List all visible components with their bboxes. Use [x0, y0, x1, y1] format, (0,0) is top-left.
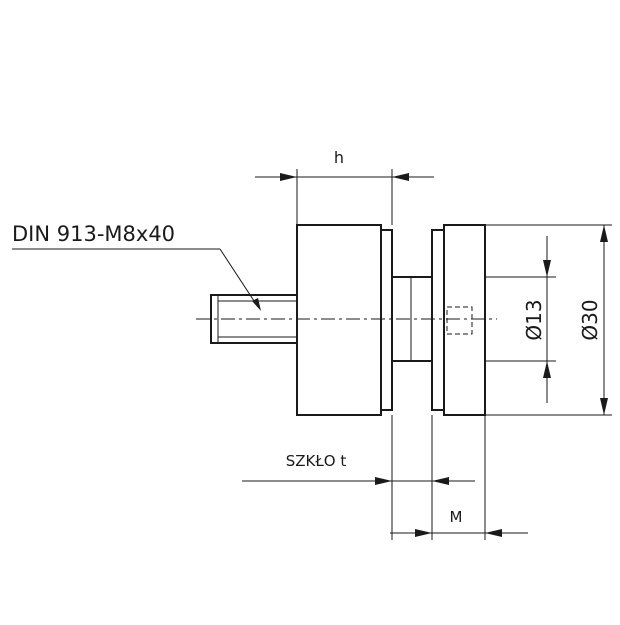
dimension-glass: SZKŁO t: [242, 452, 475, 485]
arrow-d30-bottom: [600, 398, 608, 415]
dimension-d30: Ø30: [578, 225, 608, 415]
back-plate: [431, 224, 486, 416]
arrow-m-left: [415, 529, 432, 537]
plate-body: [443, 224, 486, 416]
arrow-h-left: [280, 173, 297, 181]
dim-glass-label: SZKŁO t: [286, 452, 347, 470]
leader-arrow: [252, 298, 261, 311]
dimension-d13: Ø13: [522, 236, 551, 403]
part-code-label: DIN 913-M8x40: [12, 222, 175, 246]
cap-flange: [380, 229, 393, 411]
front-cap: [296, 224, 393, 416]
part-callout: DIN 913-M8x40: [12, 222, 261, 311]
arrow-h-right: [392, 173, 409, 181]
arrow-glass-right: [432, 477, 449, 485]
arrow-d13-top: [543, 260, 551, 277]
cap-body: [296, 224, 382, 416]
plate-socket-hidden: [446, 306, 473, 335]
plate-flange: [431, 229, 445, 411]
arrow-d30-top: [600, 225, 608, 242]
dimension-m: M: [390, 508, 528, 537]
dim-h-label: h: [334, 148, 344, 167]
arrow-d13-bottom: [543, 361, 551, 378]
dim-d13-label: Ø13: [522, 299, 546, 340]
arrow-glass-left: [375, 477, 392, 485]
dim-d30-label: Ø30: [578, 299, 602, 340]
leader-line: [219, 248, 259, 308]
arrow-m-right: [485, 529, 502, 537]
dimension-h: h: [255, 148, 434, 181]
dim-m-label: M: [450, 508, 463, 526]
